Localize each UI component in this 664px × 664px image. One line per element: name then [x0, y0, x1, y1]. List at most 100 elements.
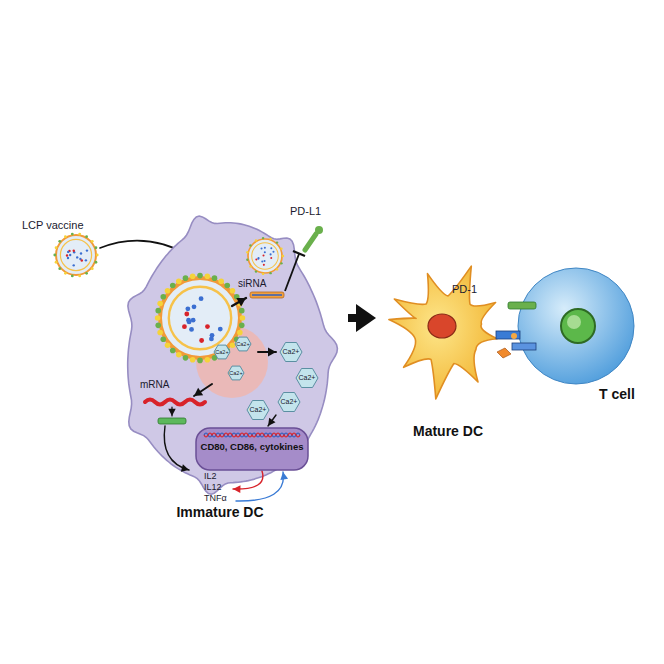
lipid-dot [170, 283, 176, 289]
lipid-dot [212, 275, 218, 281]
lipid-dot [64, 272, 67, 275]
lipid-dot [183, 355, 189, 361]
t-cell-shape [510, 262, 658, 402]
pathway-arrow [232, 298, 246, 306]
lipid-dot [55, 261, 58, 264]
calcium-hexagon [296, 369, 318, 388]
lipid-dot [205, 273, 211, 279]
cargo-dot [66, 254, 68, 256]
lipid-dot [183, 275, 189, 281]
lipid-dot [64, 235, 67, 238]
lipid-dot [269, 238, 271, 240]
particle-core-ring [252, 243, 279, 270]
pdl1-receptor [305, 234, 316, 250]
cargo-dot [205, 324, 210, 329]
arrow-head [268, 348, 276, 357]
cargo-dot [264, 247, 266, 249]
cargo-dot [186, 318, 191, 323]
particle-shell [56, 235, 96, 275]
lipid-dot [249, 244, 251, 246]
lipid-dot [280, 262, 282, 264]
cargo-dot [73, 264, 75, 266]
mhc-complex [496, 331, 520, 339]
cargo-dot [270, 257, 272, 259]
lipid-dot [78, 274, 81, 277]
particle-shell [248, 239, 282, 273]
lipid-dot [237, 330, 243, 336]
pathway-arrow [236, 472, 283, 501]
lipid-dot [255, 270, 257, 272]
calcium-hexagon [247, 401, 269, 420]
vaccine-label: LCP vaccine [22, 219, 84, 231]
cargo-dot [80, 252, 82, 254]
inhibition-bar [293, 251, 305, 256]
pdl1-receptor-head [315, 226, 323, 234]
process-arrow [348, 304, 376, 332]
cytokine-label: TNFα [204, 494, 227, 504]
particle-core-ring [169, 287, 231, 349]
lipid-dot [95, 246, 98, 249]
lipid-dot [240, 315, 246, 321]
lcp-particle [246, 237, 284, 275]
cargo-dot [263, 264, 265, 266]
cargo-dot [69, 254, 71, 256]
receptor-label: PD-L1 [290, 205, 321, 217]
inhibition-line [285, 254, 299, 291]
cargo-dot [272, 251, 274, 253]
cargo-dot [81, 259, 83, 261]
lcp-particle [155, 273, 245, 363]
cargo-dot [210, 333, 215, 338]
lipid-dot [160, 336, 166, 342]
lipid-dot [246, 259, 248, 261]
cargo-dot [199, 338, 204, 343]
lipid-dot [246, 251, 248, 253]
receptor-label: PD-1 [452, 283, 477, 295]
lipid-dot [176, 352, 182, 358]
lipid-dot [230, 288, 236, 294]
arrow-head [233, 485, 241, 493]
lipid-dot [95, 261, 98, 264]
arrow-head [194, 388, 203, 396]
lipid-dot [155, 308, 161, 314]
lipid-dot [85, 235, 88, 238]
lipid-dot [224, 283, 230, 289]
arrow-head [356, 304, 376, 332]
mature-dc-outline [389, 266, 497, 399]
cargo-dot [86, 249, 88, 251]
lipid-dot [197, 273, 203, 279]
lipid-dot [276, 268, 278, 270]
pd1-receptor [508, 302, 536, 309]
sirna-duplex [250, 292, 284, 298]
cargo-dot [76, 256, 78, 258]
calcium-label: Ca2+ [250, 406, 267, 414]
arrow-head [236, 298, 246, 307]
mature-dc-cell: Mature DC [378, 255, 518, 445]
lipid-dot [71, 233, 74, 236]
calcium-label: Ca2+ [236, 341, 249, 347]
lipid-dot [262, 273, 264, 275]
lipid-dot [91, 240, 94, 243]
node-label: T cell [582, 386, 652, 402]
lipid-dot [165, 342, 171, 348]
immature-dc-cell: CD80, CD86, cytokinesImmature DC [115, 200, 345, 530]
lipid-dot [157, 330, 163, 336]
cytokine-label: IL2 [204, 472, 217, 482]
lipid-dot [58, 267, 61, 270]
tcr-complex [512, 343, 536, 350]
cargo-dot [182, 324, 187, 329]
lipid-dot [249, 265, 251, 267]
cargo-dot [191, 318, 196, 323]
pathway-arrow [233, 471, 263, 489]
lipid-dot [157, 301, 163, 307]
cargo-dot [67, 251, 69, 253]
node-label: CD80, CD86, cytokines [200, 442, 304, 453]
lipid-dot [91, 267, 94, 270]
calcium-label: Ca2+ [215, 349, 228, 355]
lipid-dot [170, 348, 176, 354]
calcium-label: Ca2+ [229, 370, 242, 376]
cargo-dot [264, 251, 266, 253]
arrow-head [268, 418, 276, 426]
lipid-dot [218, 278, 224, 284]
lipid-dot [155, 323, 161, 329]
